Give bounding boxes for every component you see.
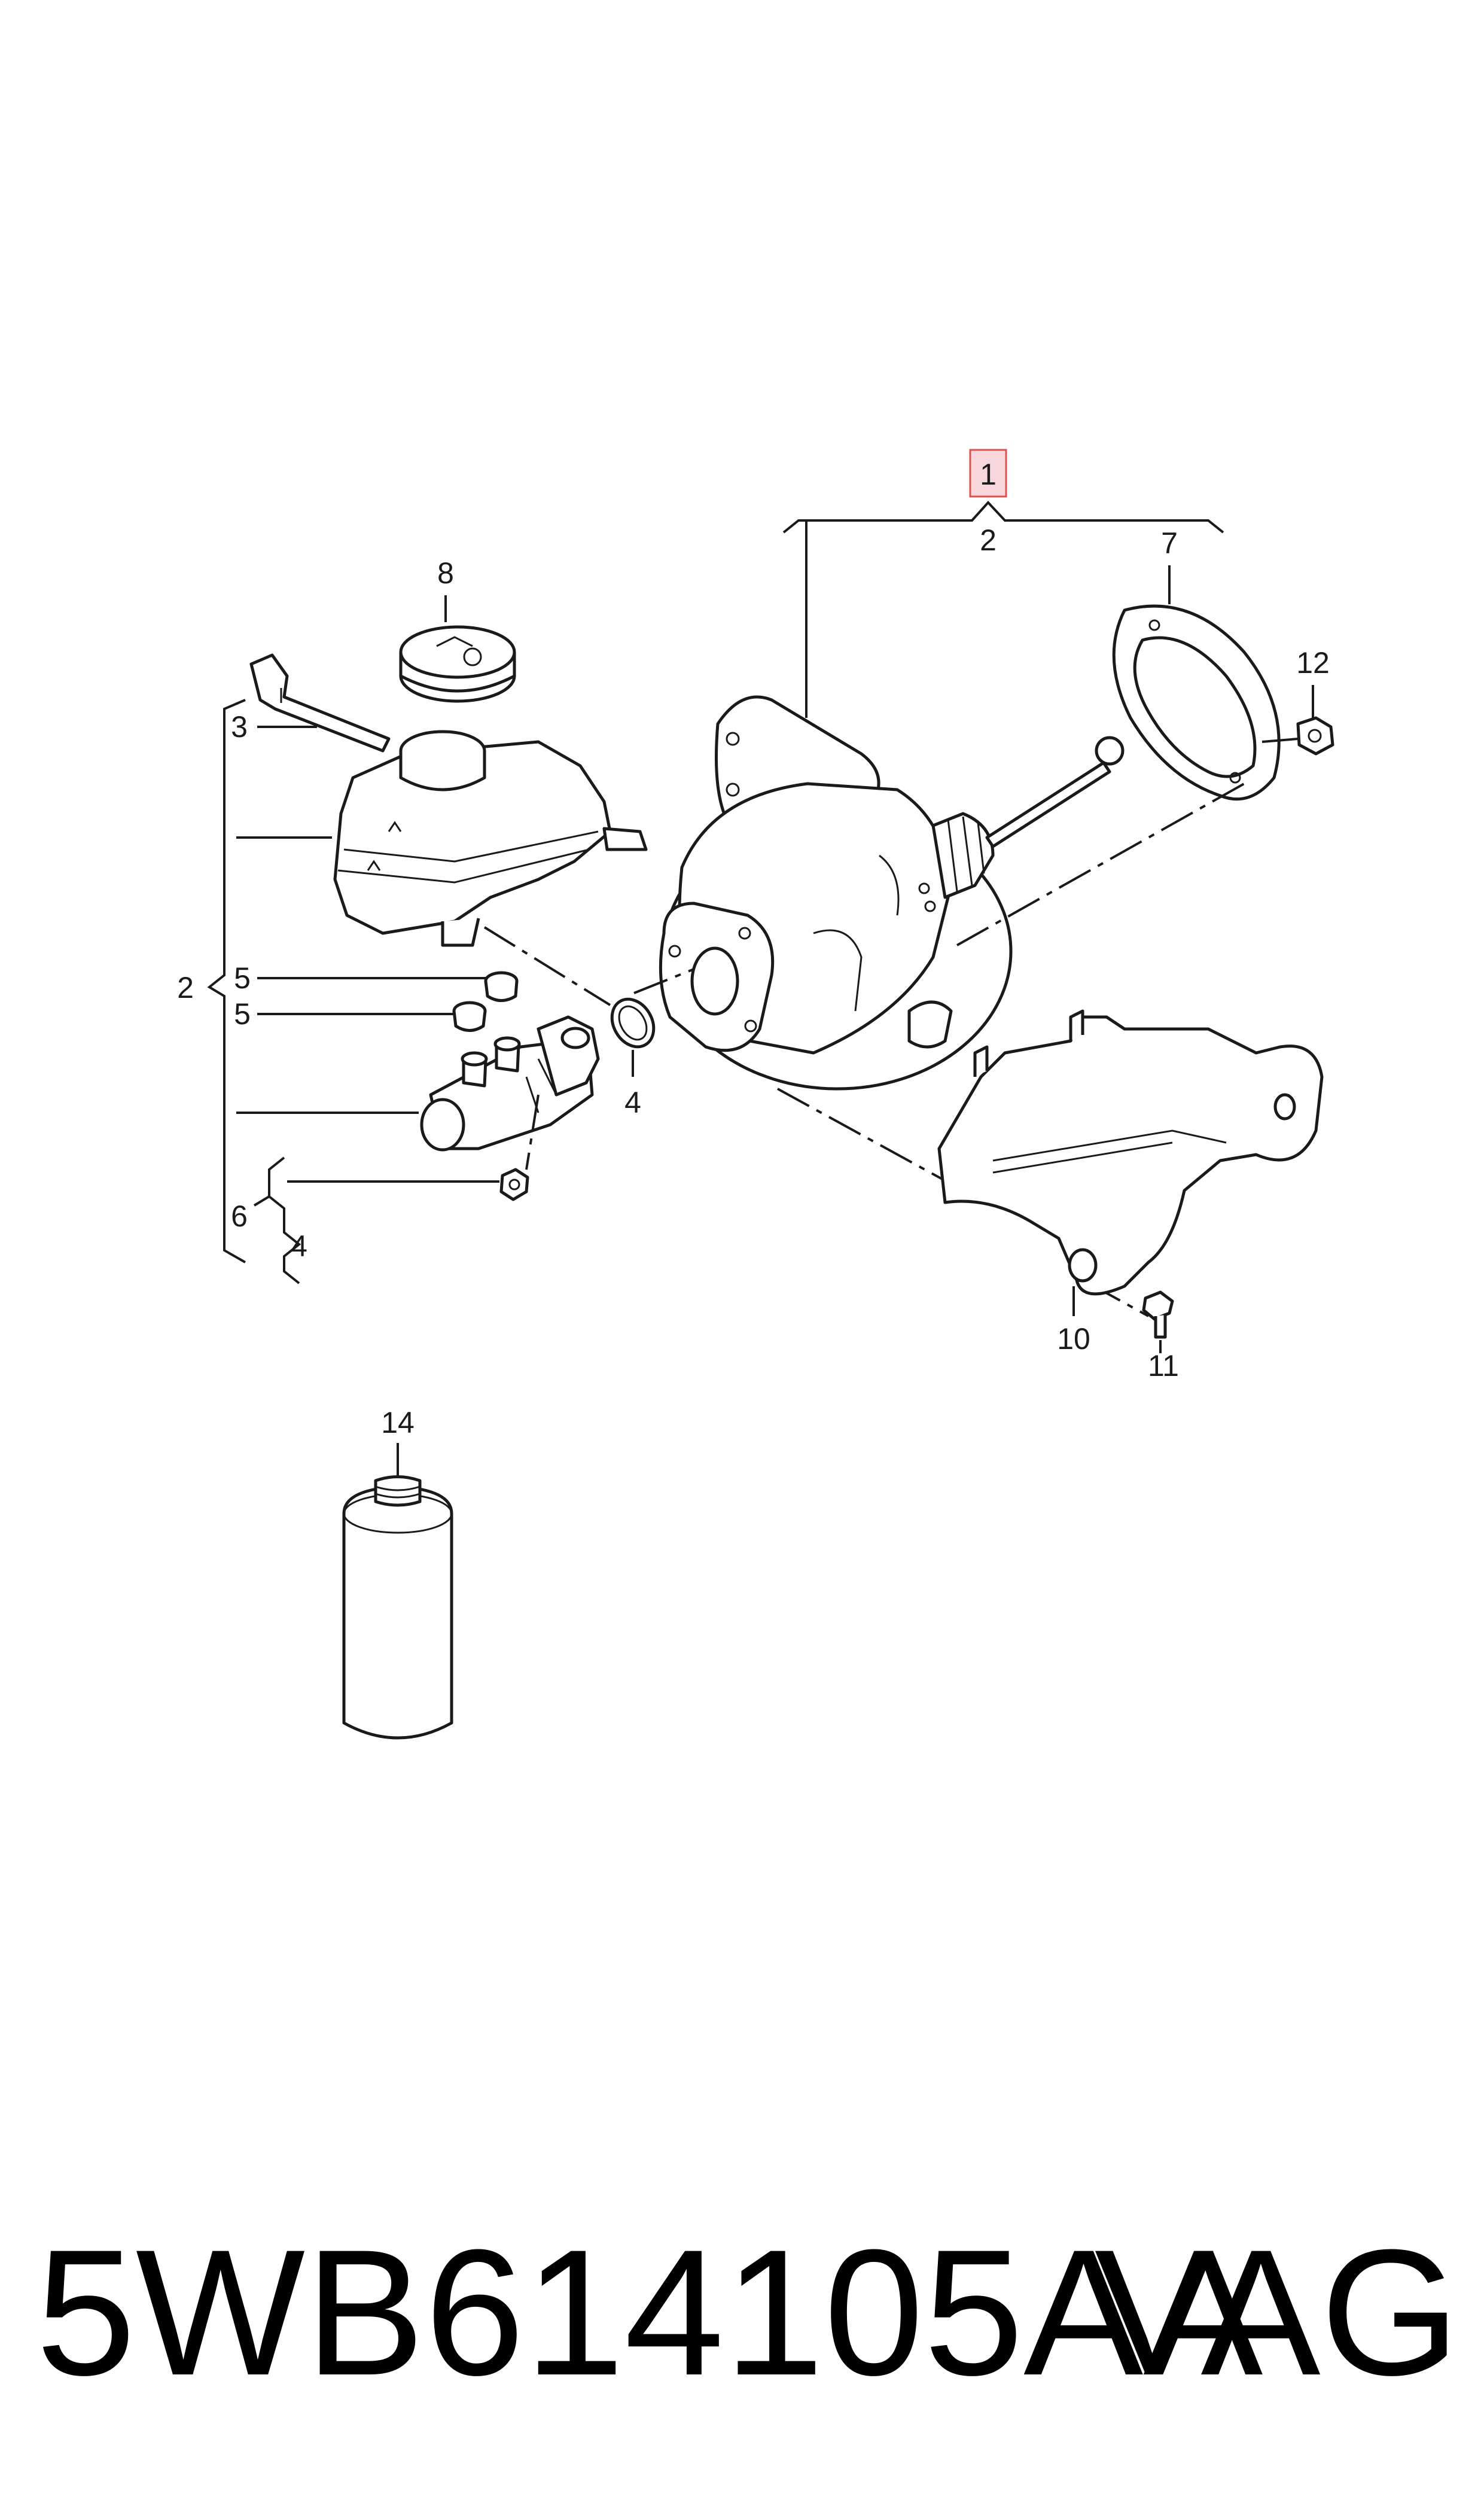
callout-5-upper[interactable]: 5	[234, 961, 251, 995]
hose-connector	[249, 653, 391, 753]
brake-fluid-bottle	[342, 1475, 453, 1740]
bracket-6-lower	[268, 1195, 301, 1284]
nut	[1261, 716, 1334, 756]
callout-1-label: 1	[980, 458, 997, 491]
flange-nut	[499, 1168, 529, 1201]
alignment-line-nut	[525, 1094, 540, 1170]
callout-8[interactable]: 8	[437, 556, 454, 590]
heat-shield	[937, 1009, 1324, 1296]
callout-14[interactable]: 14	[381, 1406, 415, 1439]
grommets	[452, 971, 519, 1032]
o-ring	[610, 997, 656, 1049]
bolt	[1142, 1290, 1174, 1339]
callout-2-left[interactable]: 2	[177, 971, 194, 1004]
alignment-line-oring	[633, 968, 694, 994]
callout-5-lower[interactable]: 5	[234, 997, 251, 1031]
callout-7[interactable]: 7	[1161, 526, 1178, 560]
callout-11[interactable]: 11	[1148, 1349, 1179, 1383]
alignment-line-booster-gasket	[956, 783, 1245, 946]
callout-10[interactable]: 10	[1057, 1322, 1090, 1356]
bracket-6-upper	[253, 1156, 285, 1207]
reservoir-cap	[399, 625, 516, 703]
callout-12[interactable]: 12	[1296, 646, 1330, 680]
assembly-bracket-left	[207, 699, 246, 1263]
callout-4-oring[interactable]: 4	[624, 1086, 641, 1119]
callout-1-highlight	[969, 449, 1007, 498]
gasket	[1112, 604, 1281, 801]
brake-fluid-reservoir	[333, 730, 648, 947]
callout-6[interactable]: 6	[231, 1199, 248, 1233]
brand-name: VAG	[1094, 2212, 1460, 2413]
part-number: 5WB614105AA	[36, 2212, 1263, 2413]
callout-2-top[interactable]: 2	[980, 523, 997, 557]
callout-4-bottom[interactable]: 4	[291, 1229, 307, 1263]
alignment-line-shield	[777, 1088, 964, 1192]
brake-master-cylinder	[420, 1015, 600, 1152]
alignment-line-reservoir	[483, 926, 611, 1006]
brake-booster	[659, 695, 1125, 1091]
callout-1[interactable]: 1	[969, 449, 1007, 498]
assembly-bracket-top	[782, 501, 1224, 534]
callout-3[interactable]: 3	[231, 710, 248, 744]
